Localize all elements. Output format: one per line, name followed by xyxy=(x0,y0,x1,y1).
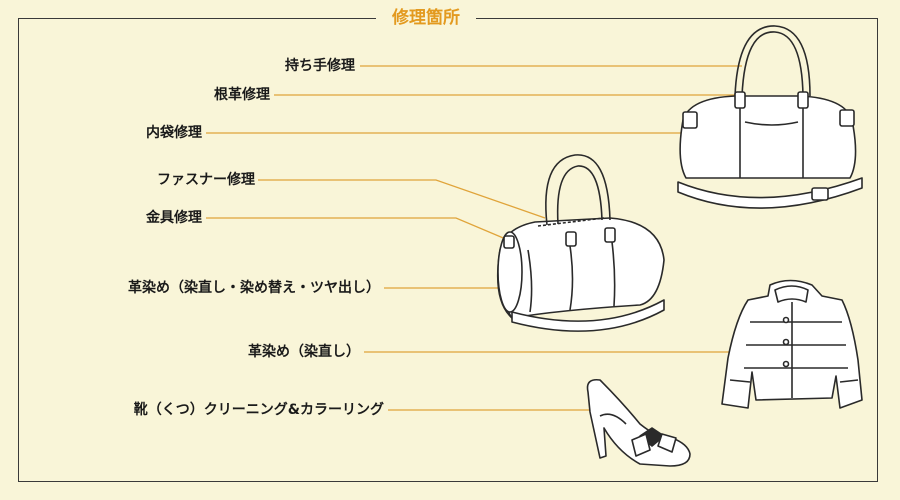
label-leather-dye-full: 革染め（染直し・染め替え・ツヤ出し） xyxy=(128,280,380,296)
label-shoe-cleaning: 靴（くつ）クリーニング&カラーリング xyxy=(133,402,384,418)
high-heel-shoe-icon xyxy=(586,378,691,467)
label-lining-repair: 内袋修理 xyxy=(146,125,202,141)
label-zipper-repair: ファスナー修理 xyxy=(157,172,255,188)
leader-lines xyxy=(206,65,775,411)
label-root-leather-repair: 根革修理 xyxy=(214,87,270,103)
handbag-icon xyxy=(677,25,863,209)
leader-line-zipper xyxy=(258,179,546,219)
label-hardware-repair: 金具修理 xyxy=(146,210,202,226)
leader-line-hardware xyxy=(206,217,509,241)
diagram-title: 修理箇所 xyxy=(376,6,476,30)
label-leather-dye: 革染め（染直し） xyxy=(248,344,360,360)
label-handle-repair: 持ち手修理 xyxy=(285,58,355,74)
duffel-bag-icon xyxy=(496,154,665,332)
down-jacket-icon xyxy=(721,279,863,409)
